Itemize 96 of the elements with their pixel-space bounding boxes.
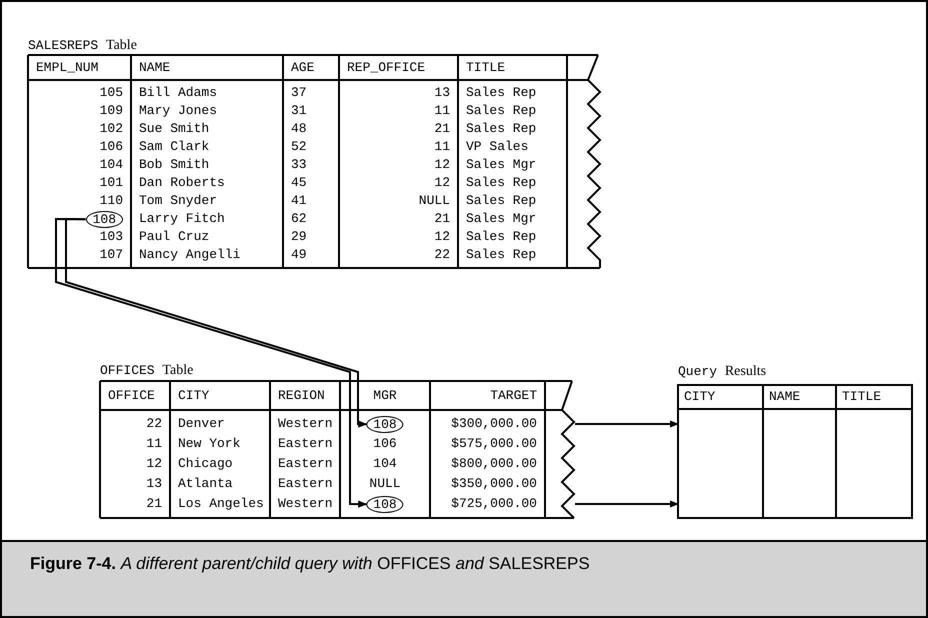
arrow [575, 420, 679, 428]
table-value: Eastern [278, 476, 333, 492]
table-value: Sales Rep [466, 85, 536, 101]
table-value: 107 [100, 247, 123, 263]
table-value: Eastern [278, 436, 333, 452]
table-value: NULL [369, 476, 401, 492]
column-header: EMPL_NUM [36, 60, 98, 76]
table-value: Western [278, 496, 333, 512]
table-value: 49 [291, 247, 307, 263]
table-value: Sales Rep [466, 121, 536, 137]
table-value: Western [278, 416, 333, 432]
table-value: 22 [434, 247, 450, 263]
table-value: Chicago [178, 456, 233, 472]
table-title: SALESREPS Table [28, 38, 137, 54]
table-value: 13 [146, 476, 162, 492]
table-value: 104 [100, 157, 123, 173]
table-value: Sales Rep [466, 103, 536, 119]
table-title: Query Results [678, 364, 766, 380]
table-value: Dan Roberts [139, 175, 225, 191]
table-value: $350,000.00 [451, 476, 537, 492]
table-value: $800,000.00 [451, 456, 537, 472]
table-value: 48 [291, 121, 307, 137]
column-header: OFFICE [108, 388, 155, 404]
table-value: 21 [146, 496, 162, 512]
table-value: 104 [373, 456, 397, 472]
table-value: 21 [434, 121, 450, 137]
table-value: Sales Mgr [466, 157, 536, 173]
table-value: Sales Rep [466, 247, 536, 263]
table-value: 37 [291, 85, 307, 101]
table-value: Bob Smith [139, 157, 210, 173]
column-header: TITLE [466, 60, 506, 76]
table-value: Bill Adams [139, 85, 218, 101]
column-header: REP_OFFICE [347, 60, 426, 76]
table-value: 12 [434, 175, 450, 191]
table-value: Mary Jones [139, 103, 218, 119]
table-value: Eastern [278, 456, 333, 472]
column-header: TARGET [490, 388, 537, 404]
column-header: NAME [769, 389, 800, 405]
table-value: 105 [100, 85, 123, 101]
table-value: Sales Rep [466, 229, 536, 245]
table-value: 21 [434, 211, 450, 227]
arrow [575, 500, 679, 508]
table-value: 11 [434, 103, 450, 119]
table-value: Sam Clark [139, 139, 210, 155]
table-value: 11 [434, 139, 450, 155]
table-value: Sales Rep [466, 175, 536, 191]
table-value: Larry Fitch [139, 211, 225, 227]
table-value: $300,000.00 [451, 416, 537, 432]
table-value: VP Sales [466, 139, 528, 155]
table-value: 109 [100, 103, 123, 119]
table-value: 33 [291, 157, 307, 173]
table-value: 45 [291, 175, 307, 191]
table-value: 102 [100, 121, 123, 137]
column-header: CITY [178, 388, 210, 404]
table-value: 12 [434, 229, 450, 245]
table-value: 12 [434, 157, 450, 173]
table-value: Nancy Angelli [139, 247, 240, 263]
table-value: 29 [291, 229, 307, 245]
table-value: 22 [146, 416, 162, 432]
circled-value: 108 [366, 416, 404, 433]
table-value: NULL [418, 193, 450, 209]
table-value: 106 [100, 139, 123, 155]
table-value: 12 [146, 456, 162, 472]
table-value: 62 [291, 211, 307, 227]
table-value: Sales Mgr [466, 211, 536, 227]
table-value: 101 [100, 175, 123, 191]
table-value: $575,000.00 [451, 436, 537, 452]
table-title: OFFICES Table [100, 363, 194, 379]
column-header: NAME [139, 60, 170, 76]
column-header: TITLE [842, 389, 882, 405]
table-value: 110 [100, 193, 123, 209]
table-value: 52 [291, 139, 307, 155]
circled-value: 108 [86, 211, 123, 228]
table-value: New York [178, 436, 240, 452]
column-header: MGR [373, 388, 397, 404]
circled-value: 108 [366, 496, 404, 513]
column-header: CITY [684, 389, 716, 405]
table-value: Denver [178, 416, 225, 432]
table-value: 41 [291, 193, 307, 209]
table-value: Sue Smith [139, 121, 210, 137]
table-value: 31 [291, 103, 307, 119]
arrow [65, 218, 368, 428]
column-header: REGION [278, 388, 325, 404]
table-value: Los Angeles [178, 496, 264, 512]
figure-caption: Figure 7-4. A different parent/child query with OFFICES and SALESREPS [30, 554, 590, 574]
table-value: 13 [434, 85, 450, 101]
table-value: $725,000.00 [451, 496, 537, 512]
table-value: Paul Cruz [139, 229, 210, 245]
table-value: 106 [373, 436, 397, 452]
table-value: Atlanta [178, 476, 233, 492]
table-value: Tom Snyder [139, 193, 218, 209]
table-value: 103 [100, 229, 123, 245]
table-value: Sales Rep [466, 193, 536, 209]
arrow [55, 218, 368, 508]
column-header: AGE [291, 60, 314, 76]
table-value: 11 [146, 436, 162, 452]
